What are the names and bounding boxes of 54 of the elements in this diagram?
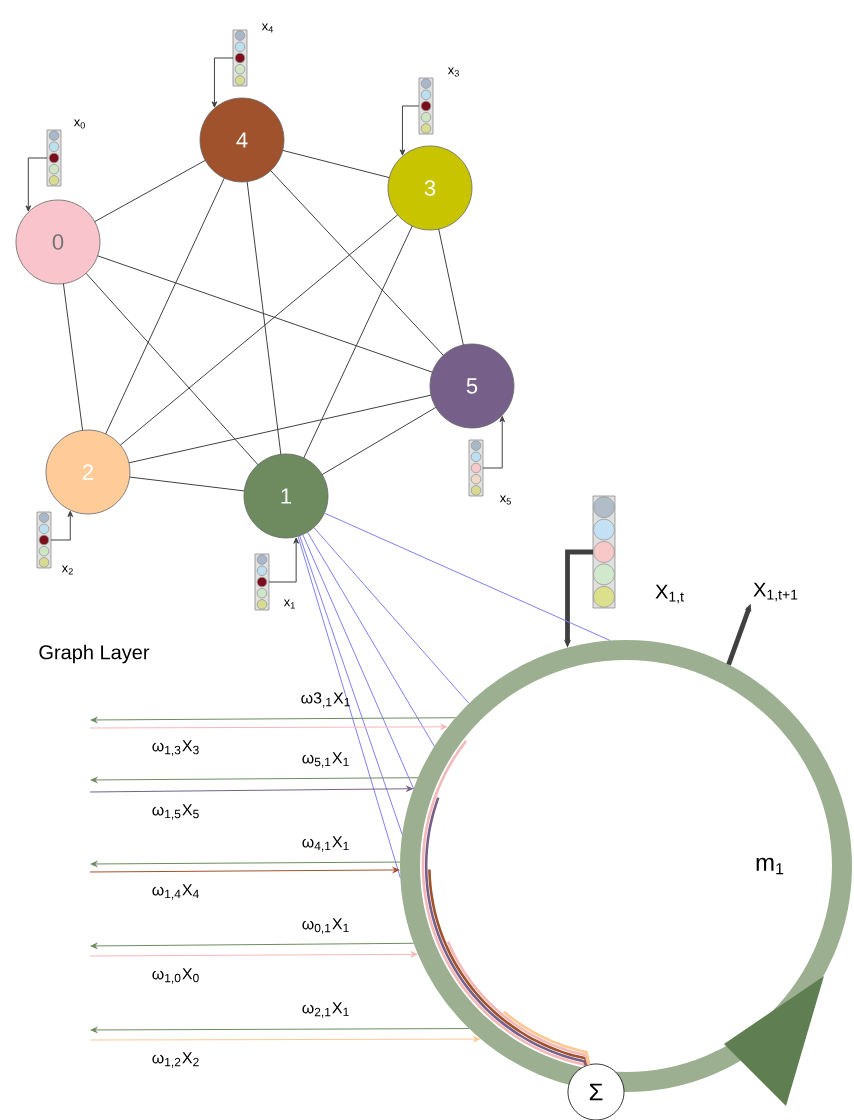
vector-label: X$_{1,t}$: [655, 584, 684, 604]
arrow: [90, 1027, 470, 1033]
edge-label: ω$_{2,1}$X$_{1}$: [302, 1002, 349, 1018]
arrow: [482, 415, 506, 469]
edge-label: ω3$_{,1}$X$_{1}$: [301, 692, 350, 708]
connector-line: [302, 534, 415, 790]
connector-line: [94, 159, 206, 223]
arrow: [89, 951, 418, 958]
connector-line: [282, 149, 390, 179]
edge-label: ω$_{1,5}$X$_{5}$: [152, 804, 199, 820]
signal-arc: [421, 740, 586, 1068]
signal-arc: [424, 797, 588, 1066]
arrow: [90, 942, 415, 949]
connector-line: [306, 531, 435, 747]
connector-line: [105, 177, 225, 435]
connector-line: [303, 225, 413, 459]
layer-title: Graph Layer: [39, 644, 150, 664]
connector-line: [438, 228, 464, 346]
connector-line: [97, 255, 433, 373]
edge-label: ω$_{1,3}$X$_{3}$: [152, 740, 199, 756]
signal-arc: [428, 869, 589, 1066]
edge-label: ω$_{4,1}$X$_{1}$: [302, 836, 349, 852]
connector-line: [297, 535, 401, 879]
arrow: [211, 57, 234, 108]
arrow: [89, 1036, 480, 1042]
connector-line: [321, 406, 437, 476]
connector-line: [128, 394, 432, 464]
connector-line: [246, 181, 282, 455]
edge-label: ω$_{1,0}$X$_{0}$: [152, 968, 199, 984]
edge-label: ω$_{1,4}$X$_{4}$: [152, 884, 199, 900]
arrow: [90, 777, 419, 783]
signal-arc: [502, 1010, 591, 1065]
connector-line: [299, 535, 403, 836]
arrow: [90, 861, 401, 867]
connector-line: [62, 283, 84, 431]
edge-label: ω$_{0,1}$X$_{1}$: [302, 918, 349, 934]
connector-line: [323, 512, 611, 642]
signal-arc: [446, 941, 590, 1065]
connector-line: [85, 272, 259, 466]
arrow: [89, 724, 448, 730]
connector-line: [129, 476, 245, 492]
arrow: [50, 510, 74, 541]
connector-line: [270, 170, 444, 356]
edge-label: ω$_{5,1}$X$_{1}$: [302, 752, 349, 768]
output-label: X$_{1,t+1}$: [753, 582, 798, 602]
arrow: [89, 785, 413, 793]
arrow: [89, 867, 400, 873]
connector-line: [119, 214, 399, 446]
arrow: [399, 105, 420, 156]
edge-label: ω$_{1,2}$X$_{2}$: [152, 1052, 199, 1068]
arrow: [25, 157, 48, 212]
connector-line: [313, 527, 470, 704]
arrow: [268, 537, 299, 583]
arrow: [90, 717, 456, 723]
